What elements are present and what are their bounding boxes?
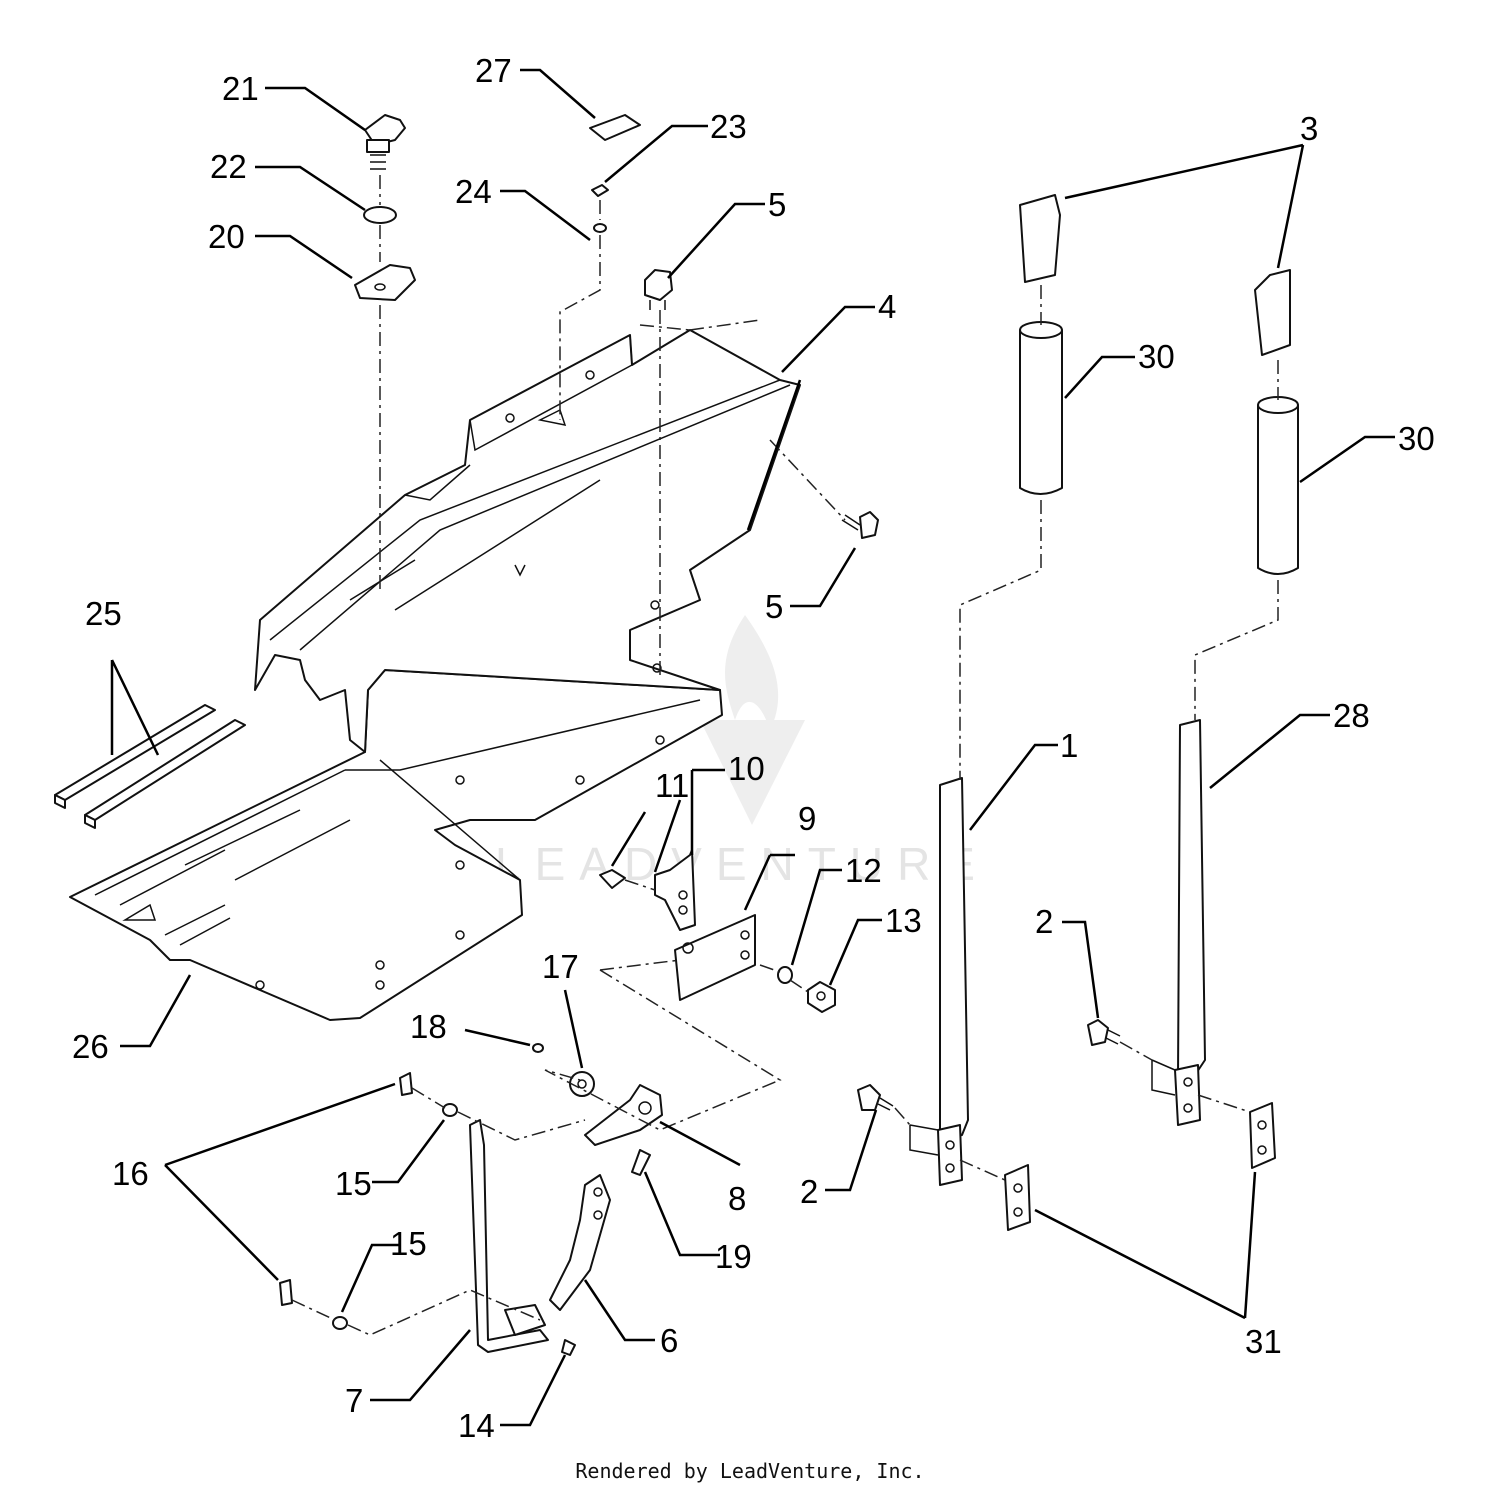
plug-part-27 bbox=[589, 114, 641, 141]
trim-strips-part-25 bbox=[54, 704, 246, 829]
callout-31: 31 bbox=[1245, 1323, 1282, 1360]
callout-28: 28 bbox=[1333, 697, 1370, 734]
arm-part-6 bbox=[549, 1174, 611, 1311]
callout-21: 21 bbox=[222, 70, 259, 107]
callout-15-bottom: 15 bbox=[390, 1225, 427, 1262]
callout-24: 24 bbox=[455, 173, 492, 210]
bolt-part-11 bbox=[599, 869, 626, 889]
callout-16: 16 bbox=[112, 1155, 149, 1192]
washer-part-24 bbox=[593, 223, 607, 233]
screw-part-23 bbox=[591, 184, 609, 197]
callout-23: 23 bbox=[710, 108, 747, 145]
callout-25: 25 bbox=[85, 595, 122, 632]
callout-10: 10 bbox=[728, 750, 765, 787]
floor-pan-part-4-26 bbox=[69, 329, 801, 1021]
washer-part-15-bottom bbox=[332, 1316, 348, 1330]
render-credit: Rendered by LeadVenture, Inc. bbox=[575, 1459, 924, 1483]
callout-5-top: 5 bbox=[768, 186, 786, 223]
callout-17: 17 bbox=[542, 948, 579, 985]
callout-19: 19 bbox=[715, 1238, 752, 1275]
grip-part-30-right bbox=[1257, 396, 1299, 575]
washer-part-17 bbox=[569, 1071, 595, 1097]
clip-part-18 bbox=[532, 1043, 544, 1053]
washer-part-22 bbox=[363, 206, 397, 224]
bolt-part-5-top bbox=[644, 269, 673, 310]
callout-6: 6 bbox=[660, 1322, 678, 1359]
grip-part-30-left bbox=[1019, 321, 1063, 495]
callout-22: 22 bbox=[210, 148, 247, 185]
washer-part-15-top bbox=[442, 1103, 458, 1117]
bolt-part-5-side bbox=[841, 511, 879, 539]
plate-part-31-left bbox=[1004, 1164, 1031, 1231]
callout-13: 13 bbox=[885, 902, 922, 939]
handle-bar-part-28 bbox=[1151, 719, 1206, 1126]
nut-part-13 bbox=[807, 981, 836, 1013]
callout-1: 1 bbox=[1060, 727, 1078, 764]
callout-9: 9 bbox=[798, 800, 816, 837]
cap-part-3-right bbox=[1254, 269, 1291, 356]
callout-15-top: 15 bbox=[335, 1165, 372, 1202]
callout-3: 3 bbox=[1300, 110, 1318, 147]
watermark-text: LEADVENTURE bbox=[495, 838, 989, 890]
bolt-part-2-left bbox=[857, 1084, 894, 1111]
pin-part-19 bbox=[631, 1149, 651, 1176]
callout-14: 14 bbox=[458, 1407, 495, 1444]
assembly-lines bbox=[291, 175, 1279, 1336]
callout-30-left: 30 bbox=[1138, 338, 1175, 375]
callout-27: 27 bbox=[475, 52, 512, 89]
callout-26: 26 bbox=[72, 1028, 109, 1065]
plate-part-9 bbox=[674, 914, 756, 1001]
rod-part-7 bbox=[469, 1119, 549, 1353]
callout-12: 12 bbox=[845, 852, 882, 889]
plate-part-31-right bbox=[1249, 1102, 1276, 1169]
callout-4: 4 bbox=[878, 288, 896, 325]
leadventure-watermark: LEADVENTURE bbox=[495, 615, 989, 890]
leader-lines bbox=[110, 68, 1395, 1427]
handle-bar-part-1 bbox=[909, 777, 969, 1186]
pin-part-14 bbox=[561, 1339, 576, 1356]
callout-7: 7 bbox=[345, 1382, 363, 1419]
callout-20: 20 bbox=[208, 218, 245, 255]
cap-part-3-left bbox=[1019, 194, 1061, 283]
bracket-part-10 bbox=[654, 849, 696, 931]
bolt-part-2-right bbox=[1087, 1019, 1121, 1046]
callout-5-side: 5 bbox=[765, 588, 783, 625]
callout-labels: 21 22 20 27 23 24 5 4 5 25 26 11 10 9 12… bbox=[72, 52, 1435, 1444]
callout-2-left: 2 bbox=[800, 1173, 818, 1210]
callout-30-right: 30 bbox=[1398, 420, 1435, 457]
clip-part-16-top bbox=[399, 1072, 413, 1096]
lever-part-8 bbox=[584, 1084, 663, 1146]
clip-part-20 bbox=[354, 264, 416, 301]
callout-18: 18 bbox=[410, 1008, 447, 1045]
washer-part-12 bbox=[777, 966, 793, 984]
callout-8: 8 bbox=[728, 1180, 746, 1217]
callout-2-right: 2 bbox=[1035, 903, 1053, 940]
clip-part-16-bottom bbox=[279, 1279, 293, 1306]
bolt-part-21 bbox=[364, 114, 406, 170]
callout-11: 11 bbox=[655, 767, 689, 804]
